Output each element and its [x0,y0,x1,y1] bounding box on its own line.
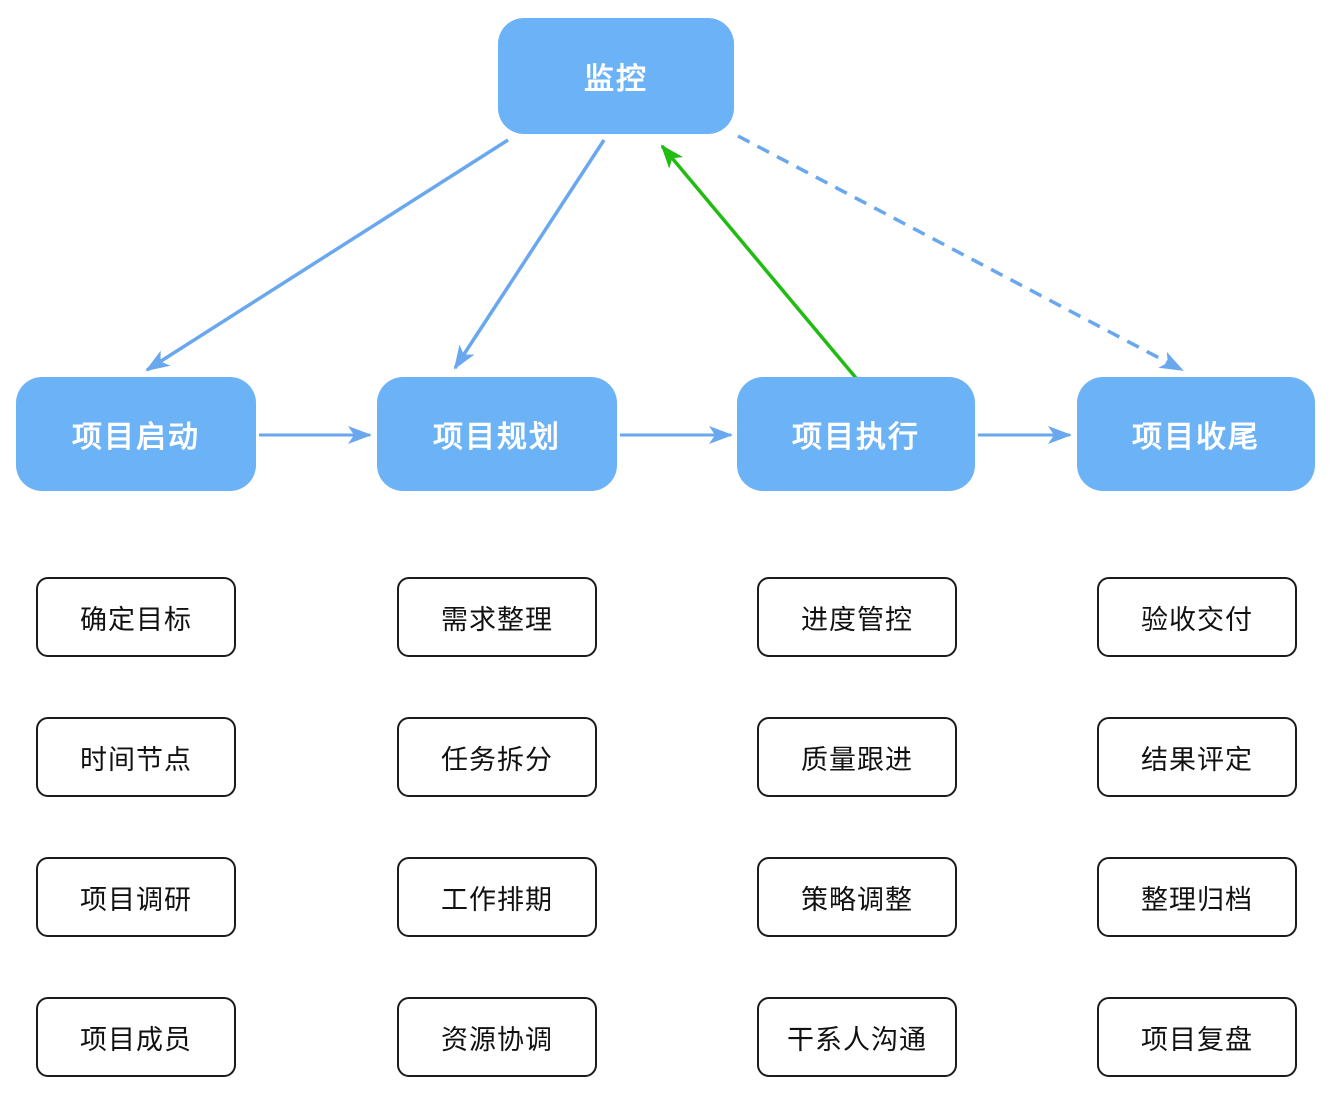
task-box-initiation-4: 项目成员 [36,997,236,1077]
task-box-planning-1: 需求整理 [397,577,597,657]
task-box-closure-2: 结果评定 [1097,717,1297,797]
arrow-monitor-to-closure-dashed [737,134,1184,372]
task-box-initiation-2: 时间节点 [36,717,236,797]
task-box-execution-1: 进度管控 [757,577,957,657]
task-box-closure-4: 项目复盘 [1097,997,1297,1077]
task-box-planning-4: 资源协调 [397,997,597,1077]
task-box-execution-4: 干系人沟通 [757,997,957,1077]
task-box-initiation-1: 确定目标 [36,577,236,657]
task-box-closure-1: 验收交付 [1097,577,1297,657]
arrow-monitor-to-initiation [145,138,509,372]
arrow-execution-to-monitor [660,144,858,380]
node-phase-planning: 项目规划 [377,377,617,491]
node-monitor: 监控 [498,18,734,134]
task-box-planning-2: 任务拆分 [397,717,597,797]
arrow-monitor-to-planning [453,139,606,370]
task-box-initiation-3: 项目调研 [36,857,236,937]
node-phase-execution: 项目执行 [737,377,975,491]
task-box-closure-3: 整理归档 [1097,857,1297,937]
task-box-execution-2: 质量跟进 [757,717,957,797]
node-phase-initiation: 项目启动 [16,377,256,491]
node-phase-closure: 项目收尾 [1077,377,1315,491]
task-box-planning-3: 工作排期 [397,857,597,937]
task-box-execution-3: 策略调整 [757,857,957,937]
